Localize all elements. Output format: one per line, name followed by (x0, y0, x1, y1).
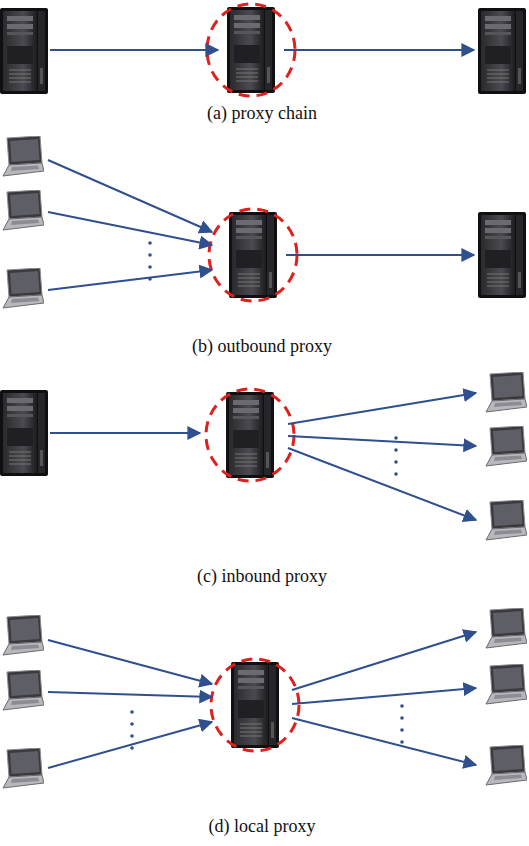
ellipsis-dot (148, 241, 152, 245)
figure-caption: (c) inbound proxy (197, 566, 327, 587)
server-icon (478, 8, 526, 94)
ellipsis-dot (400, 716, 404, 720)
arrow (288, 448, 476, 520)
laptop-icon (3, 268, 44, 308)
laptop-icon (3, 748, 44, 788)
laptop-icon (486, 500, 527, 540)
arrow (48, 722, 212, 768)
arrow (292, 718, 476, 765)
proxy-circle (209, 209, 297, 301)
laptop-icon (486, 664, 527, 704)
laptop-icon (3, 190, 44, 230)
laptop-icon (3, 136, 44, 176)
arrow (50, 432, 200, 434)
arrow (292, 632, 476, 690)
server-icon (229, 212, 277, 298)
arrow (48, 640, 212, 684)
ellipsis-dot (130, 746, 134, 750)
ellipsis-dot (130, 722, 134, 726)
ellipsis-dot (130, 734, 134, 738)
ellipsis-dot (148, 265, 152, 269)
arrow (286, 254, 474, 256)
arrow (48, 270, 212, 290)
server-icon (227, 7, 275, 93)
ellipsis-dot (394, 460, 398, 464)
ellipsis-dot (394, 472, 398, 476)
laptop-icon (3, 670, 44, 710)
arrow (288, 393, 476, 424)
arrow (48, 160, 212, 232)
arrow (292, 688, 476, 704)
ellipsis-dot (400, 740, 404, 744)
ellipsis-dot (148, 253, 152, 257)
proxy-circle (207, 4, 295, 96)
arrow (288, 436, 476, 446)
server-icon (478, 212, 526, 298)
arrow (50, 49, 218, 51)
ellipsis-dot (394, 448, 398, 452)
figure-caption: (b) outbound proxy (192, 336, 332, 357)
laptop-icon (486, 372, 527, 412)
laptop-icon (486, 608, 527, 648)
arrow (48, 692, 212, 697)
laptop-icon (486, 745, 527, 785)
ellipsis-dot (400, 704, 404, 708)
figure-caption: (a) proxy chain (207, 103, 317, 124)
arrow (48, 212, 212, 245)
ellipsis-dot (394, 436, 398, 440)
proxy-circle (206, 389, 294, 481)
ellipsis-dot (130, 710, 134, 714)
ellipsis-dot (400, 728, 404, 732)
ellipsis-dot (148, 277, 152, 281)
laptop-icon (486, 426, 527, 466)
server-icon (0, 8, 48, 94)
laptop-icon (3, 615, 44, 655)
server-icon (231, 662, 279, 748)
server-icon (0, 390, 48, 476)
proxy-circle (211, 659, 299, 751)
server-icon (226, 392, 274, 478)
arrow (284, 49, 474, 51)
figure-caption: (d) local proxy (209, 816, 316, 837)
